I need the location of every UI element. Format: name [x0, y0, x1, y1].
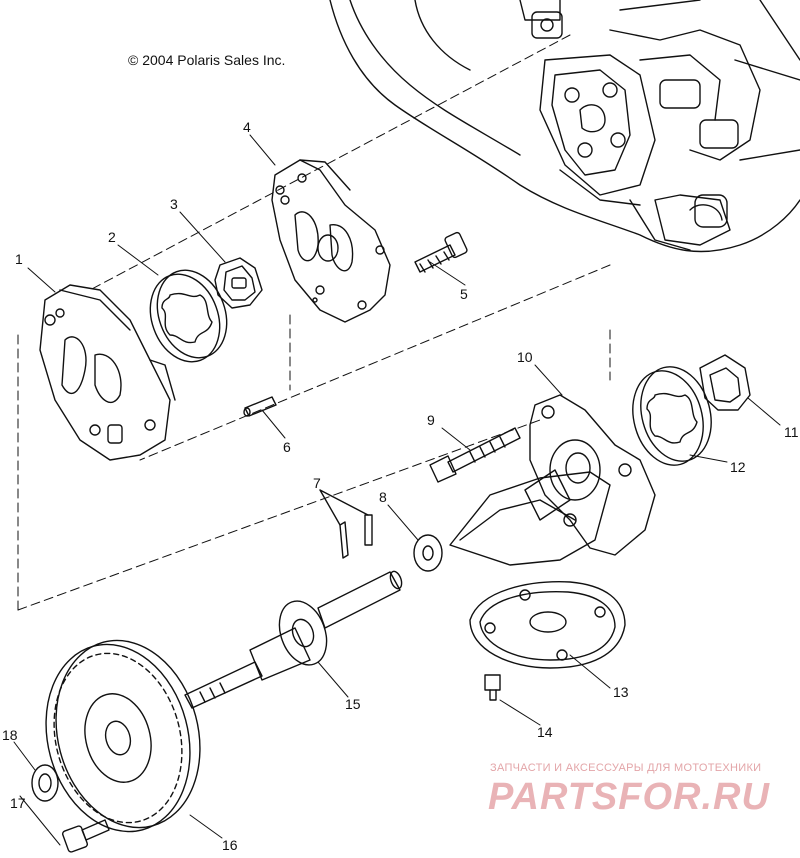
callout-16: 16	[222, 837, 238, 853]
callout-15: 15	[345, 696, 361, 712]
watermark-logo: PARTSFOR.RU	[488, 776, 770, 818]
callout-5: 5	[460, 286, 468, 302]
part-1-pump-cover	[39, 284, 176, 461]
part-10-pump-housing	[449, 394, 656, 566]
callout-14: 14	[537, 724, 553, 740]
callout-7: 7	[313, 475, 321, 491]
part-18-washer	[31, 764, 59, 802]
callout-4: 4	[243, 119, 251, 135]
callout-13: 13	[613, 684, 629, 700]
part-14-screw	[484, 674, 501, 701]
part-7-pins	[319, 489, 373, 559]
callout-11: 11	[784, 424, 799, 440]
callout-8: 8	[379, 489, 387, 505]
callout-17: 17	[10, 795, 26, 811]
callout-2: 2	[108, 229, 116, 245]
assembly-guide-lines	[17, 34, 611, 611]
copyright-notice: © 2004 Polaris Sales Inc.	[128, 52, 286, 68]
callout-6: 6	[283, 439, 291, 455]
part-3-inner-rotor	[214, 257, 263, 309]
crankcase-housing	[329, 0, 800, 253]
part-16-drive-gear	[45, 639, 201, 833]
part-13-strainer-cover	[469, 581, 626, 669]
watermark-tagline: ЗАПЧАСТИ И АКСЕССУАРЫ ДЛЯ МОТОТЕХНИКИ	[490, 762, 762, 774]
callout-18: 18	[2, 727, 18, 743]
callout-labels: 1 2 3 4 5 6 7 8 9 10 11 12 13 14 15 16 1…	[2, 119, 799, 853]
part-5-bolt	[414, 231, 468, 273]
part-12-outer-rotor	[632, 366, 712, 466]
callout-1: 1	[15, 251, 23, 267]
part-8-washer	[413, 534, 443, 572]
callout-10: 10	[517, 349, 533, 365]
part-2-outer-rotor	[149, 269, 228, 363]
callout-12: 12	[730, 459, 746, 475]
callout-3: 3	[170, 196, 178, 212]
part-15-shaft	[184, 570, 403, 709]
part-6-dowel-pin	[243, 396, 277, 417]
callout-9: 9	[427, 412, 435, 428]
part-4-pump-body	[271, 159, 391, 323]
leader-lines	[13, 134, 781, 846]
part-9-long-bolt	[429, 427, 521, 483]
part-17-bolt	[61, 819, 110, 853]
